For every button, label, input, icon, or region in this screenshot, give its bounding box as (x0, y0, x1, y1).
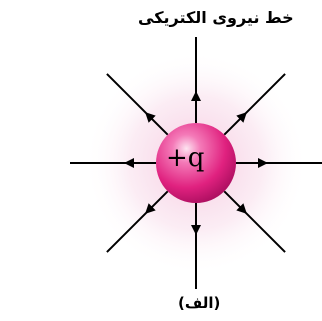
diagram-title: خط نیروی الکتریکی (138, 8, 294, 27)
charge-label: +q (166, 143, 204, 173)
diagram-caption: (الف) (178, 294, 220, 312)
